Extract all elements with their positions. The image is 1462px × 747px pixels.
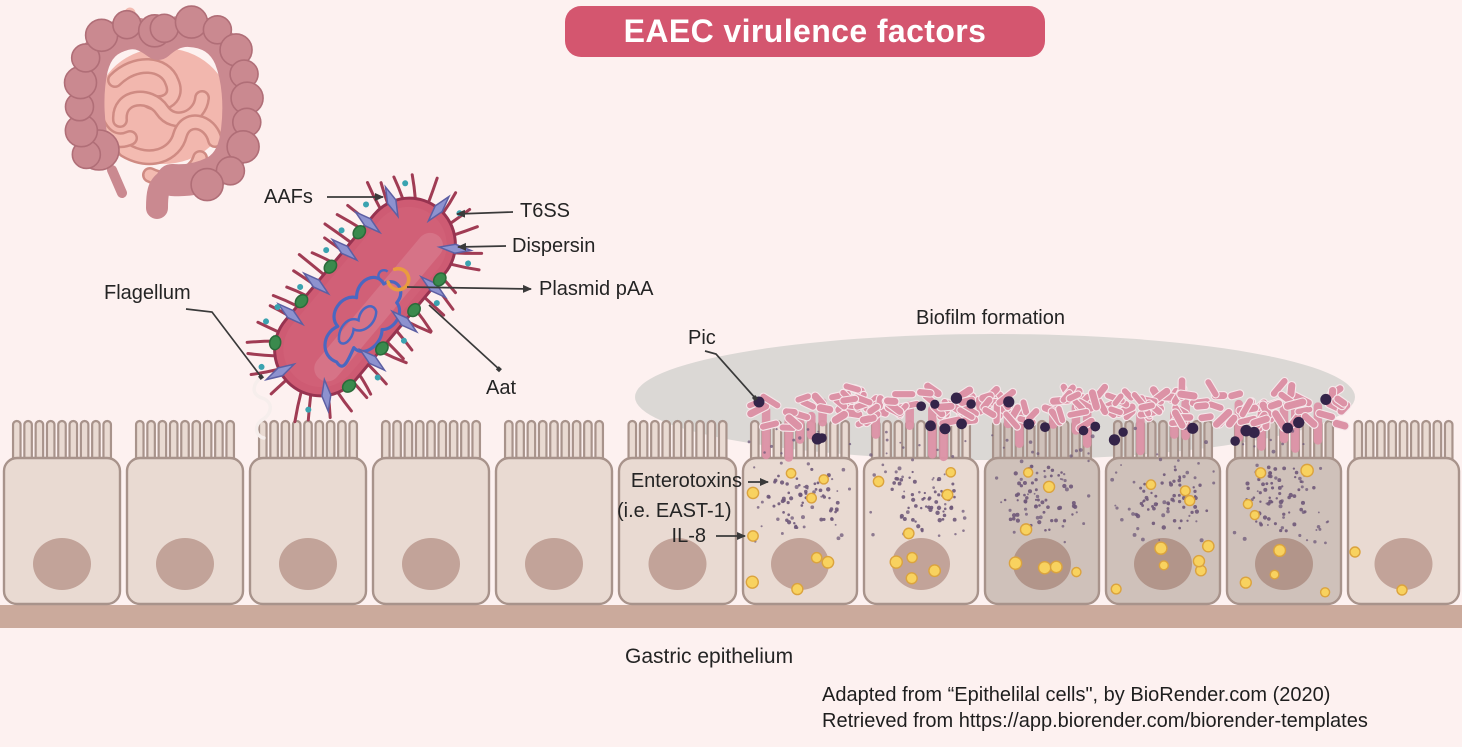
leader-aat: [428, 304, 502, 373]
epithelial-cell: [125, 419, 245, 606]
intestine-illustration: [63, 5, 264, 219]
label-aafs: AAFs: [264, 186, 313, 208]
aat-membrane-complexes: [268, 225, 447, 393]
rectum: [146, 170, 177, 219]
epithelial-cell: [2, 419, 122, 606]
label-plasmid-paa: Plasmid pAA: [539, 278, 654, 300]
leader-flagellum: [185, 308, 265, 381]
basement-membrane: [0, 605, 1462, 628]
attribution-line1: Adapted from “Epithelilal cells", by Bio…: [822, 684, 1331, 706]
label-dispersin: Dispersin: [512, 235, 596, 257]
label-biofilm-formation: Biofilm formation: [916, 307, 1065, 329]
label-east1: (i.e. EAST-1): [617, 500, 732, 522]
label-pic: Pic: [688, 327, 716, 349]
bacterium-illustration: [245, 173, 484, 424]
biofilm-bacteria-rods: [745, 376, 1352, 433]
bacterium-highlight: [314, 232, 444, 382]
attribution-line2: Retrieved from https://app.biorender.com…: [822, 710, 1368, 732]
flagellum-filament: [252, 372, 272, 440]
epithelial-cell: [494, 419, 614, 606]
dna-fragment: [377, 269, 389, 283]
leader-dispersin: [457, 242, 507, 251]
epithelial-cell: [1346, 419, 1461, 606]
attribution: Adapted from “Epithelilal cells", by Bio…: [822, 682, 1368, 734]
label-flagellum: Flagellum: [104, 282, 191, 304]
t6ss-aaf-structures: [263, 184, 474, 415]
title-banner: EAEC virulence factors: [565, 6, 1045, 57]
appendix: [107, 165, 127, 198]
epithelial-cell: [248, 419, 368, 606]
leader-plasmid: [406, 284, 532, 293]
plasmid-ring: [385, 266, 411, 292]
label-aat: Aat: [486, 377, 517, 399]
chromosome-dna: [323, 275, 403, 368]
epithelial-cell: [617, 419, 738, 606]
colon-haustra: [63, 5, 264, 202]
chromosome-dna-inner: [337, 305, 378, 345]
label-enterotoxins: Enterotoxins: [630, 470, 742, 492]
leader-t6ss: [456, 209, 514, 218]
title-text: EAEC virulence factors: [623, 13, 987, 49]
label-t6ss: T6SS: [520, 200, 571, 222]
label-gastric-epithelium: Gastric epithelium: [625, 645, 794, 668]
leader-pic: [704, 350, 759, 402]
epithelial-cell: [371, 419, 491, 606]
label-il8: IL-8: [671, 525, 706, 547]
leader-lines: [185, 193, 769, 540]
